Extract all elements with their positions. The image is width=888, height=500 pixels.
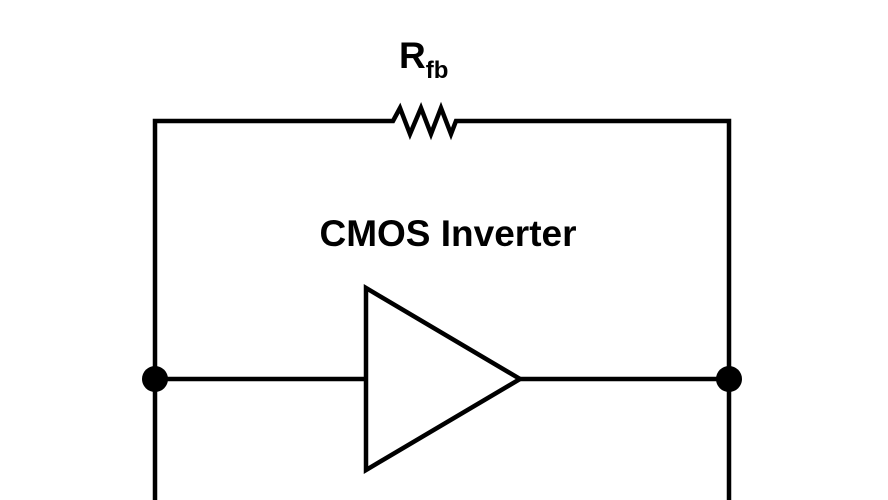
- amplifier-triangle: [363, 284, 525, 474]
- resistor-label-main: R: [399, 35, 426, 76]
- resistor-label: Rfb: [399, 35, 448, 84]
- feedback-resistor: [382, 101, 462, 141]
- feedback-wire-right: [462, 118, 732, 500]
- resistor-label-subscript: fb: [426, 57, 449, 84]
- input-junction-node: [142, 366, 168, 392]
- feedback-wire-left: [152, 118, 382, 500]
- amplifier-label: CMOS Inverter: [319, 213, 576, 254]
- output-junction-node: [716, 366, 742, 392]
